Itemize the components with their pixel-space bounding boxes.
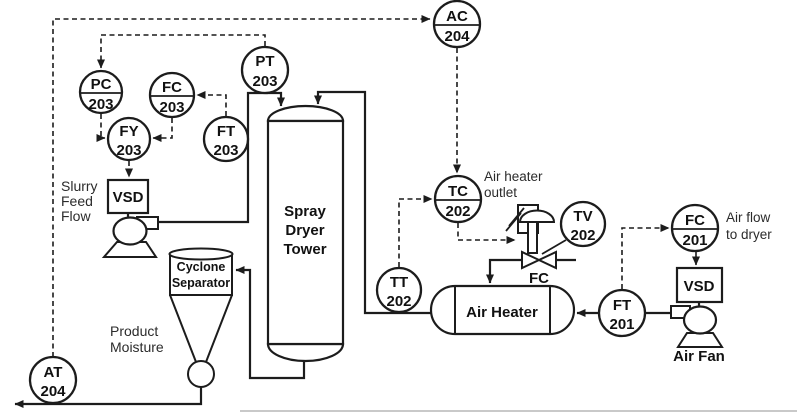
fan-casing — [682, 305, 718, 335]
valve-hatch-mark — [508, 207, 525, 227]
instrument-fy-203: FY 203 — [106, 116, 152, 162]
signal-lines — [52, 15, 700, 357]
tower-label-line3: Tower — [283, 241, 326, 258]
annotations: Slurry Feed Flow Product Moisture Air he… — [61, 169, 772, 355]
instrument-pt-203: PT 203 — [240, 45, 290, 95]
instrument-number: 201 — [682, 232, 707, 249]
instrument-number: 203 — [88, 96, 113, 113]
instrument-number: 204 — [444, 28, 470, 45]
signal-fc203-to-fy203 — [152, 118, 173, 142]
cyclone-rotary-outlet — [187, 360, 215, 388]
instrument-fc-201: FC 201 — [670, 203, 720, 253]
air-heater-label: Air Heater — [466, 304, 538, 321]
valve-stem — [527, 221, 538, 254]
fan-vsd-box — [675, 266, 724, 304]
hot-air-to-tower-line — [314, 90, 431, 315]
instrument-tc-202: TC 202 — [433, 174, 483, 224]
signal-pt203-to-pc203 — [97, 34, 266, 69]
signal-ft201-to-fc201 — [621, 224, 670, 289]
instrument-tt-202: TT 202 — [375, 266, 423, 314]
tower-label-line2: Dryer — [285, 222, 324, 239]
instrument-tag: TT — [390, 274, 408, 291]
slurry-feed-flow-label-line2: Feed — [61, 193, 93, 209]
instrument-tag: PT — [255, 53, 274, 70]
instrument-ac-204: AC 204 — [432, 0, 482, 49]
tower-bottom-dome — [266, 342, 345, 363]
instrument-tag: AT — [44, 364, 63, 381]
control-valve-tv202: FC — [505, 204, 557, 287]
air-fan-label: Air Fan — [673, 348, 725, 365]
instrument-tag: FT — [217, 123, 235, 140]
air-heater-outlet-label-line1: Air heater — [484, 169, 543, 184]
product-out-line — [14, 385, 203, 408]
instrument-ft-201: FT 201 — [597, 288, 647, 338]
slurry-feed-flow-label-line1: Slurry — [61, 178, 98, 194]
instrument-pc-203: PC 203 — [78, 69, 124, 115]
valve-actuator-diaphragm — [518, 209, 556, 223]
instrument-number: 203 — [159, 99, 184, 116]
signal-pc203-to-fy203 — [96, 114, 106, 142]
instrument-number: 202 — [386, 293, 411, 310]
pump-casing — [112, 216, 148, 246]
instrument-number: 203 — [252, 73, 277, 90]
spray-dryer-tower: Spray Dryer Tower — [266, 104, 345, 363]
instrument-number: 203 — [116, 142, 141, 159]
instrument-ft-203: FT 203 — [202, 115, 250, 163]
signal-ft203-to-fc203 — [196, 91, 227, 116]
product-moisture-label-line2: Moisture — [110, 339, 164, 355]
instrument-tag: FC — [162, 79, 182, 96]
instrument-number: 204 — [40, 383, 66, 400]
air-heater: Air Heater — [429, 284, 576, 336]
slurry-vsd-label: VSD — [113, 189, 144, 206]
valve-body-left — [521, 250, 542, 270]
instrument-number: 201 — [609, 316, 634, 333]
air-fan: VSD Air Fan — [670, 266, 725, 365]
signal-tc202-to-valve — [457, 223, 516, 244]
cyclone-label-line2: Separator — [172, 276, 230, 290]
slurry-feed-flow-label-line3: Flow — [61, 208, 91, 224]
instrument-tv-202: TV 202 — [559, 200, 607, 248]
slurry-feed-pump: VSD — [101, 178, 159, 258]
slurry-feed-line — [158, 91, 285, 224]
cyclone-separator: Cyclone Separator — [168, 247, 234, 388]
valve-to-heater-line — [486, 258, 521, 284]
cyclone-label-line1: Cyclone — [177, 260, 226, 274]
signal-at204-to-ac204 — [52, 15, 431, 357]
instrument-number: 202 — [570, 227, 595, 244]
instrument-number: 202 — [445, 203, 470, 220]
tower-body — [266, 119, 345, 346]
signal-tt202-to-tc202 — [398, 195, 433, 267]
cyclone-cone-left — [169, 294, 197, 363]
instrument-at-204: AT 204 — [28, 355, 78, 405]
fan-vsd-label: VSD — [684, 278, 715, 295]
fan-base — [676, 332, 724, 348]
valve-fail-action-label: FC — [529, 270, 549, 287]
instrument-tag: TV — [573, 208, 592, 225]
air-flow-to-dryer-label-line1: Air flow — [726, 210, 771, 225]
tv-tag-leader-line — [541, 239, 567, 255]
air-flow-to-dryer-label-line2: to dryer — [726, 227, 772, 242]
instrument-tag: AC — [446, 8, 468, 25]
valve-body-right — [536, 250, 557, 270]
tower-to-cyclone-line — [235, 266, 306, 380]
instrument-number: 203 — [213, 142, 238, 159]
cyclone-body — [169, 253, 233, 296]
instrument-tag: FC — [685, 212, 705, 229]
tower-label-line1: Spray — [284, 203, 326, 220]
slurry-vsd-box — [106, 178, 150, 215]
product-moisture-label-line1: Product — [110, 323, 158, 339]
instrument-tag: PC — [91, 76, 112, 93]
cyclone-cone-right — [205, 294, 233, 363]
instrument-tag: FT — [613, 297, 631, 314]
instrument-fc-203: FC 203 — [148, 71, 196, 119]
instrument-tag: FY — [119, 123, 138, 140]
cyclone-top-rim — [168, 247, 234, 261]
instrument-tag: TC — [448, 183, 468, 200]
tower-top-dome — [266, 104, 345, 123]
air-heater-outlet-label-line2: outlet — [484, 185, 517, 200]
